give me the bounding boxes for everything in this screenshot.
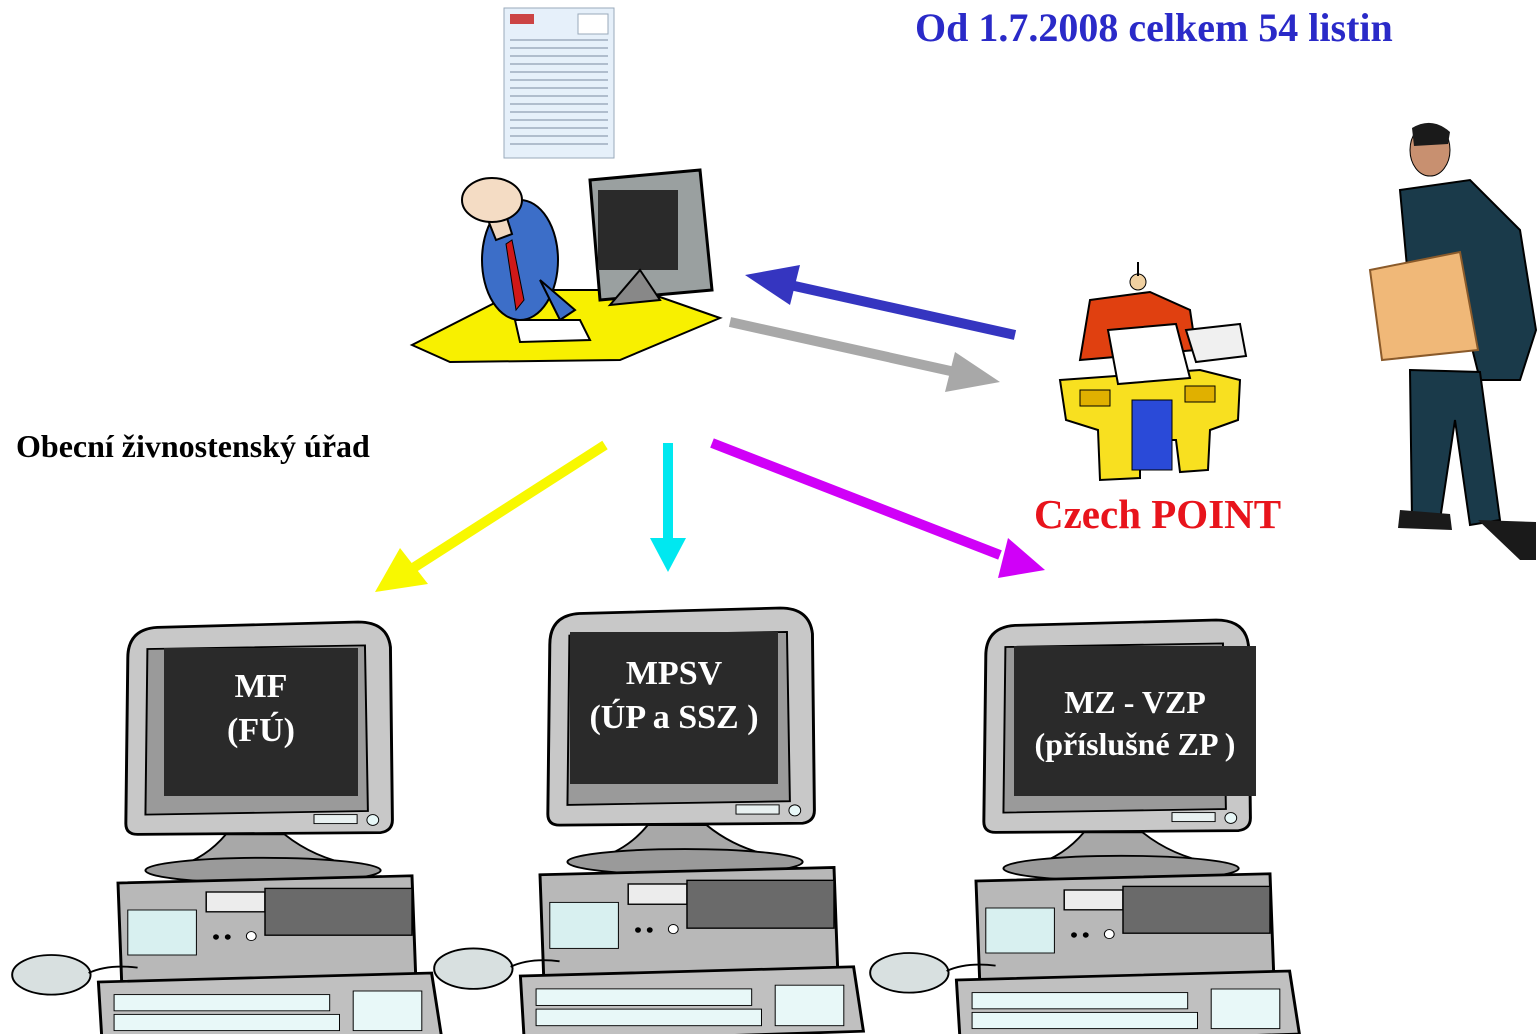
headline: Od 1.7.2008 celkem 54 listin xyxy=(915,5,1393,50)
clerk-at-computer-icon xyxy=(409,168,723,364)
computer-mf-screen: MF (FÚ) xyxy=(164,665,358,753)
computer-mpsv-screen: MPSV (ÚP a SSZ ) xyxy=(570,652,778,740)
computer-mf-subtitle: (FÚ) xyxy=(227,712,295,750)
computer-mf-title: MF xyxy=(234,668,288,705)
computer-mpsv-subtitle: (ÚP a SSZ ) xyxy=(589,699,759,737)
arrow-to-czech-point xyxy=(728,317,1000,392)
arrow-to-mf xyxy=(375,440,608,592)
form-document-icon xyxy=(503,7,615,159)
arrow-to-mz xyxy=(710,438,1045,578)
czech-point-label: Czech POINT xyxy=(1034,491,1282,537)
computer-mz-title: MZ - VZP xyxy=(1064,684,1206,720)
businessman-carrying-papers-icon xyxy=(1368,122,1538,560)
office-label: Obecní živnostenský úřad xyxy=(16,428,370,464)
desk-with-papers-icon xyxy=(1058,262,1248,482)
arrow-to-official xyxy=(745,265,1017,340)
computer-mz-subtitle: (příslušné ZP ) xyxy=(1034,725,1236,762)
arrow-to-mpsv xyxy=(650,443,686,572)
computer-mpsv-title: MPSV xyxy=(625,655,723,692)
computer-mz-screen: MZ - VZP (příslušné ZP ) xyxy=(1014,682,1256,765)
